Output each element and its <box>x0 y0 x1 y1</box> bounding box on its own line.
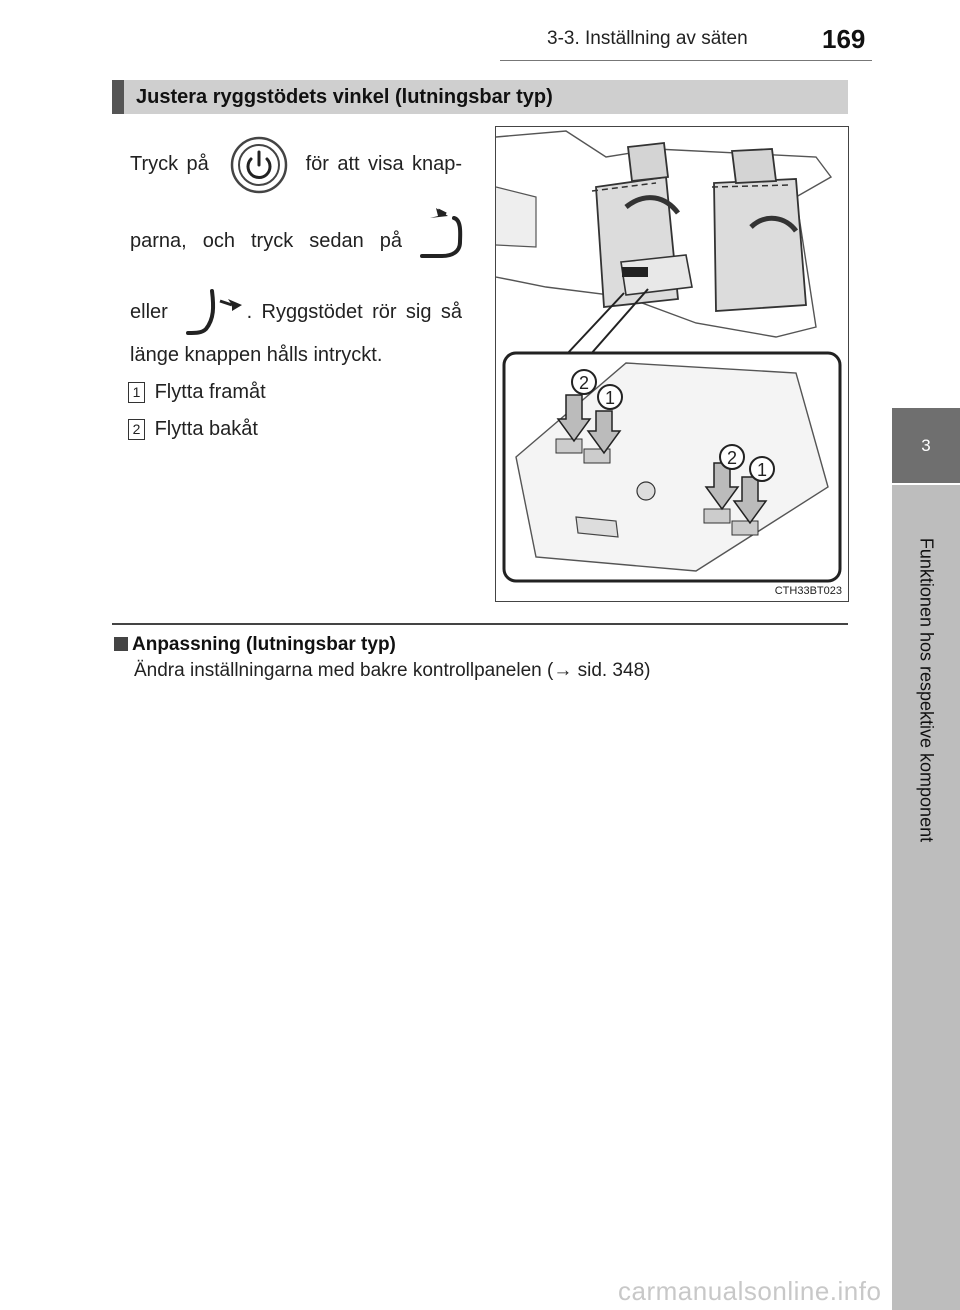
seat-illustration-graphic: 2 1 2 1 <box>495 130 842 583</box>
seat-recline-backward-icon <box>186 289 242 335</box>
callout-number: 1 <box>605 388 615 408</box>
seat-recline-forward-icon <box>420 208 463 258</box>
instruction-line-1: Tryck på för att visa knap- <box>130 153 462 175</box>
seat-adjustment-illustration: 2 1 2 1 CTH33BT023 <box>495 126 849 602</box>
callout-number: 2 <box>579 373 589 393</box>
subsection-title: Anpassning (lutningsbar typ) <box>132 634 396 655</box>
header-divider <box>500 60 872 61</box>
figure-code: CTH33BT023 <box>774 585 842 597</box>
item-number-badge: 1 <box>128 382 145 404</box>
instruction-line-3: eller . Ryggstödet rör sig så <box>130 301 462 323</box>
instruction-line-4: länge knappen hålls intryckt. <box>130 344 383 366</box>
chapter-number: 3 <box>921 436 931 455</box>
section-path: 3-3. Inställning av säten <box>547 28 748 49</box>
arrow-right-icon: → <box>553 660 573 681</box>
square-bullet-icon <box>114 637 128 651</box>
section-title: Justera ryggstödets vinkel (lutningsbar … <box>136 86 553 108</box>
watermark: carmanualsonline.info <box>618 1276 882 1306</box>
section-title-bar: Justera ryggstödets vinkel (lutningsbar … <box>112 80 848 114</box>
list-item: 2 Flytta bakåt <box>128 417 258 441</box>
subsection-text: Ändra inställningarna med bakre kontroll… <box>134 660 651 681</box>
instruction-line-2: parna, och tryck sedan på <box>130 230 402 252</box>
power-button-icon <box>230 136 288 194</box>
title-accent <box>112 80 124 114</box>
chapter-strip <box>892 485 960 1310</box>
section-divider <box>112 623 848 625</box>
item-number-badge: 2 <box>128 419 145 441</box>
list-item: 1 Flytta framåt <box>128 380 266 404</box>
page-number: 169 <box>822 24 866 54</box>
callout-number: 1 <box>757 460 767 480</box>
chapter-tab: 3 <box>892 408 960 483</box>
subsection-heading: Anpassning (lutningsbar typ) <box>114 634 396 656</box>
chapter-title: Funktionen hos respektive komponent <box>916 537 937 843</box>
callout-number: 2 <box>727 448 737 468</box>
